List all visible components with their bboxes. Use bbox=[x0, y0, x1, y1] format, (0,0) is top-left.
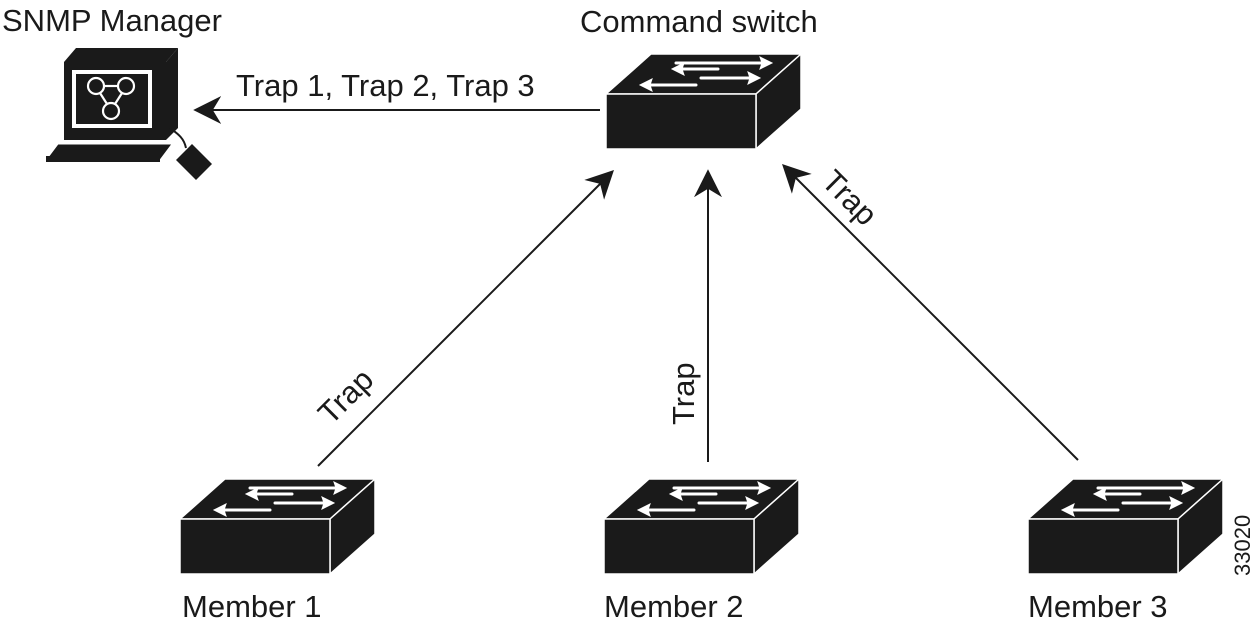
member-1-switch-icon bbox=[178, 477, 377, 576]
edge-member3-label: Trap bbox=[815, 163, 884, 232]
command-switch-label: Command switch bbox=[580, 4, 818, 39]
edge-member2-label: Trap bbox=[666, 362, 701, 425]
member-3-label: Member 3 bbox=[1028, 589, 1168, 624]
edge-command-to-manager-label: Trap 1, Trap 2, Trap 3 bbox=[236, 68, 535, 103]
edge-member1-label: Trap bbox=[311, 362, 380, 431]
member-2-label: Member 2 bbox=[604, 589, 744, 624]
edge-member1-to-command bbox=[317, 170, 614, 467]
figure-id: 33020 bbox=[1230, 515, 1255, 576]
member-1-label: Member 1 bbox=[182, 589, 322, 624]
member-3-switch-icon bbox=[1026, 477, 1225, 576]
member-2-switch-icon bbox=[602, 477, 801, 576]
computer-icon bbox=[45, 48, 212, 180]
snmp-manager-label: SNMP Manager bbox=[2, 3, 222, 38]
command-switch-icon bbox=[604, 52, 803, 151]
edge-member3-to-command bbox=[782, 164, 1079, 461]
